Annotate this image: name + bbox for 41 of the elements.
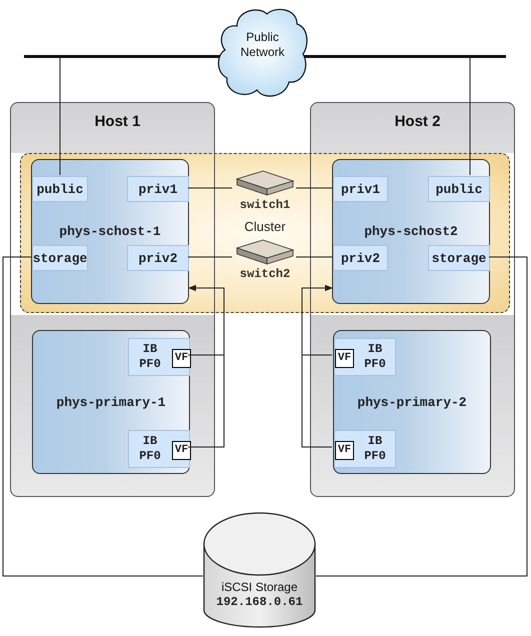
connector-line bbox=[302, 284, 333, 448]
network-port: priv1 bbox=[127, 176, 189, 202]
domain-box bbox=[332, 159, 490, 304]
domain-box bbox=[333, 330, 491, 474]
virtual-function-box: VF bbox=[172, 441, 191, 460]
network-port: priv2 bbox=[127, 245, 189, 271]
connector-line bbox=[188, 256, 232, 258]
virtual-function-box: VF bbox=[172, 349, 191, 368]
connector-line bbox=[188, 284, 224, 448]
network-port: priv1 bbox=[333, 176, 388, 202]
adapter-box bbox=[128, 338, 190, 376]
host-label: Host 1 bbox=[94, 113, 140, 130]
domain-label: phys-schost2 bbox=[364, 224, 458, 239]
network-port: storage bbox=[428, 245, 490, 271]
connector-line bbox=[2, 256, 204, 576]
domain-box bbox=[32, 330, 190, 474]
domain-label: phys-primary-1 bbox=[56, 394, 166, 410]
domain-box bbox=[31, 159, 189, 304]
network-port: storage bbox=[32, 245, 88, 271]
network-port: public bbox=[32, 176, 88, 202]
network-port: priv2 bbox=[333, 245, 388, 271]
adapter-box bbox=[128, 430, 190, 468]
connector-line bbox=[296, 256, 332, 258]
network-bus-line bbox=[24, 55, 506, 58]
adapter-label: IB PF0 bbox=[363, 434, 387, 464]
network-port: public bbox=[428, 176, 490, 202]
domain-label: phys-schost-1 bbox=[59, 224, 161, 239]
cluster-label: Cluster bbox=[244, 218, 286, 234]
connector-line bbox=[316, 256, 528, 576]
virtual-function-box: VF bbox=[335, 441, 354, 460]
host-label: Host 2 bbox=[394, 113, 440, 130]
virtual-function-box: VF bbox=[335, 349, 354, 368]
switch-label: switch2 bbox=[240, 267, 290, 281]
switch-label: switch1 bbox=[240, 198, 290, 212]
adapter-label: IB PF0 bbox=[138, 434, 162, 464]
cloud-label: Public Network bbox=[239, 30, 286, 60]
adapter-label: IB PF0 bbox=[363, 342, 387, 372]
adapter-label: IB PF0 bbox=[138, 342, 162, 372]
domain-label: phys-primary-2 bbox=[357, 394, 467, 410]
adapter-box bbox=[334, 338, 396, 376]
adapter-box bbox=[334, 430, 396, 468]
